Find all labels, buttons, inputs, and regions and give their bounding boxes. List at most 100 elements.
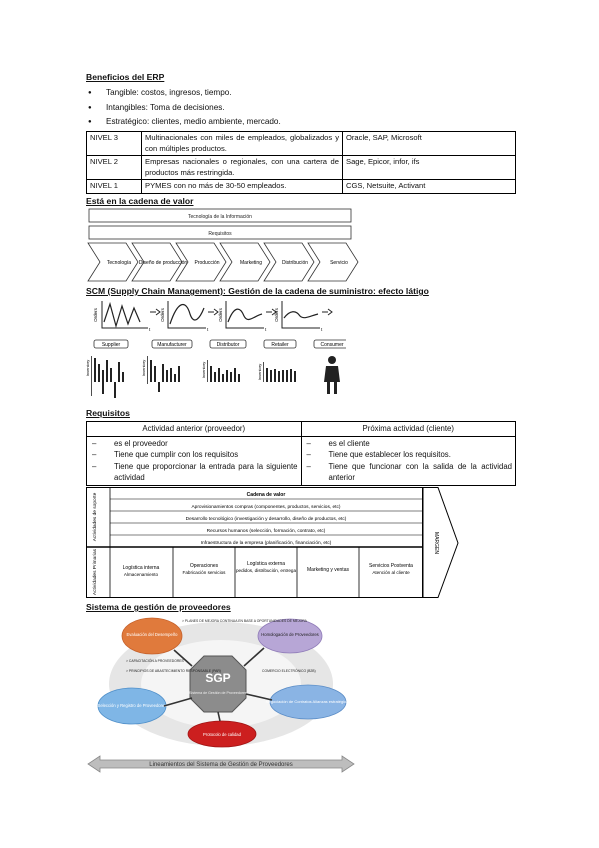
negociacion-node xyxy=(269,684,347,720)
bullwhip-diagram: Orders Orders Orders Orders t t t t Supp… xyxy=(86,301,346,398)
connector-arrows xyxy=(163,647,273,722)
requisitos-bar xyxy=(88,225,352,240)
homologacion-label: Homologación de Proveedores xyxy=(261,632,319,637)
inventory-axis-label: Inventory xyxy=(141,360,146,376)
capacitacion-note: > CAPACITACIÓN A PROVEEDORES xyxy=(126,658,185,663)
level-cell: NIVEL 1 xyxy=(86,179,142,194)
stage-arrow xyxy=(87,242,139,282)
homologacion-node xyxy=(257,618,323,654)
sgp-heading: Sistema de gestión de proveedores xyxy=(86,602,231,612)
primary-title: Operaciones xyxy=(190,563,219,569)
orders-axis-label: Orders xyxy=(218,307,223,322)
sgp-diagram: SGP Sistema de Gestión de Proveedores Ev… xyxy=(87,617,355,773)
primary-side-label: Actividades Primarias xyxy=(92,548,98,595)
primary-sub: Atención al cliente xyxy=(372,570,410,575)
planes-note: > PLANES DE MEJORA CONTINUA EN BASE A OP… xyxy=(182,619,308,623)
negociacion-label: Negociación de Contratos Alianzas estrat… xyxy=(266,699,351,704)
it-bar-label: Tecnología de la Información xyxy=(188,214,252,220)
desc-cell: PYMES con no más de 30-50 empleados. xyxy=(141,179,343,194)
eval-node xyxy=(121,617,183,655)
value-chain-diagram: Tecnología de la Información Requisitos … xyxy=(87,208,359,282)
time-axis-label: t xyxy=(207,327,209,332)
sgp-center-label: SGP xyxy=(205,671,230,685)
margin-label: MARGEN xyxy=(433,532,439,554)
desc-cell: Multinacionales con miles de empleados, … xyxy=(141,131,343,156)
list-item: Tangible: costos, ingresos, tiempo. xyxy=(86,86,281,101)
primary-title: Servicios Postventa xyxy=(369,563,413,569)
time-axis-label: t xyxy=(149,327,151,332)
primary-sub: Almacenamiento xyxy=(124,572,159,577)
table-row: Actividad anterior (proveedor) Próxima a… xyxy=(86,421,516,437)
guidelines-banner-label: Lineamientos del Sistema de Gestión de P… xyxy=(149,762,292,768)
table-row: NIVEL 3 Multinacionales con miles de emp… xyxy=(86,131,516,156)
table-row: NIVEL 1 PYMES con no más de 30-50 emplea… xyxy=(86,179,516,194)
stage-label: Distribución xyxy=(282,260,308,266)
time-axis-label: t xyxy=(321,327,323,332)
stage-arrow xyxy=(131,242,183,282)
support-side-label: Actividades de soporte xyxy=(92,492,98,541)
chain-title: Cadena de valor xyxy=(247,492,286,498)
support-row: Aprovisionamientos compras (componentes,… xyxy=(191,504,340,510)
list-item: Intangibles: Toma de decisiones. xyxy=(86,101,281,116)
primary-sub: pedidos, distribución, entrega xyxy=(236,568,296,573)
primary-sub: Fabricación servicios xyxy=(183,570,227,575)
consumer-person-icon xyxy=(324,356,340,394)
stage-arrow xyxy=(219,242,271,282)
client-cell: es el cliente Tiene que establecer los r… xyxy=(300,435,516,486)
margin-arrow xyxy=(422,487,459,598)
protocolo-label: Protocolo de calidad xyxy=(203,732,242,737)
inventory-axis-label: Inventory xyxy=(257,364,262,380)
stage-arrow xyxy=(263,242,315,282)
protocolo-node xyxy=(187,720,257,748)
requisitos-bar-label: Requisitos xyxy=(208,231,232,237)
sgp-octagon xyxy=(189,655,247,713)
support-row: Desarrollo tecnológico (investigación y … xyxy=(186,516,347,522)
stage-arrow xyxy=(307,242,359,282)
primary-title: Logística interna xyxy=(123,565,160,571)
porter-value-chain: Actividades de soporte Actividades Prima… xyxy=(86,487,459,598)
level-cell: NIVEL 2 xyxy=(86,155,142,180)
comercio-note: COMERCIO ELECTRÓNICO (B2B) xyxy=(262,668,316,673)
list-item: es el proveedor xyxy=(90,438,298,450)
orders-axis-label: Orders xyxy=(160,307,165,322)
role-label: Distributor xyxy=(217,342,240,348)
table-row: es el proveedor Tiene que cumplir con lo… xyxy=(86,435,516,486)
list-item: Tiene que proporcionar la entrada para l… xyxy=(90,461,298,484)
guidelines-banner-arrow xyxy=(87,755,355,773)
list-item: Estratégico: clientes, medio ambiente, m… xyxy=(86,115,281,130)
list-item: es el cliente xyxy=(305,438,513,450)
primary-title: Marketing y ventas xyxy=(307,567,349,573)
support-row: Infraestructura de la empresa (planifica… xyxy=(201,540,332,546)
principios-note: > PRINCIPIOS DE ABASTECIMIENTO RESPONSAB… xyxy=(126,669,221,673)
scm-heading: SCM (Supply Chain Management): Gestión d… xyxy=(86,286,429,296)
sgp-center-sub: Sistema de Gestión de Proveedores xyxy=(189,691,247,695)
inventory-axis-label: Inventory xyxy=(201,362,206,378)
role-label: Supplier xyxy=(102,342,121,348)
desc-cell: Empresas nacionales o regionales, con un… xyxy=(141,155,343,180)
support-row: Recursos humanos (selección, formación, … xyxy=(207,528,326,534)
stage-arrow xyxy=(175,242,227,282)
value-chain-heading: Está en la cadena de valor xyxy=(86,196,194,206)
col-header: Próxima actividad (cliente) xyxy=(300,421,516,437)
inventory-axis-label: Inventory xyxy=(86,360,90,376)
it-bar xyxy=(88,208,352,223)
level-cell: NIVEL 3 xyxy=(86,131,142,156)
orders-axis-label: Orders xyxy=(274,307,279,322)
examples-cell: CGS, Netsuite, Activant xyxy=(342,179,516,194)
list-item: Tiene que funcionar con la salida de la … xyxy=(305,461,512,484)
requisitos-heading: Requisitos xyxy=(86,408,130,418)
primary-title: Logística externa xyxy=(247,561,285,567)
role-label: Manufacturer xyxy=(157,342,187,348)
orders-axis-label: Orders xyxy=(93,307,98,322)
role-label: Retailer xyxy=(271,342,289,348)
seleccion-label: Selección y Registro de Proveedores xyxy=(98,703,167,708)
stage-label: Tecnología xyxy=(107,260,131,266)
erp-benefits-list: Tangible: costos, ingresos, tiempo. Inta… xyxy=(86,86,281,130)
role-label: Consumer xyxy=(320,342,343,348)
stage-label: Diseño de producción xyxy=(139,260,188,266)
examples-cell: Oracle, SAP, Microsoft xyxy=(342,131,516,156)
supplier-cell: es el proveedor Tiene que cumplir con lo… xyxy=(86,435,302,486)
list-item: Tiene que establecer los requisitos. xyxy=(305,449,513,461)
time-axis-label: t xyxy=(265,327,267,332)
table-row: NIVEL 2 Empresas nacionales o regionales… xyxy=(86,155,516,180)
